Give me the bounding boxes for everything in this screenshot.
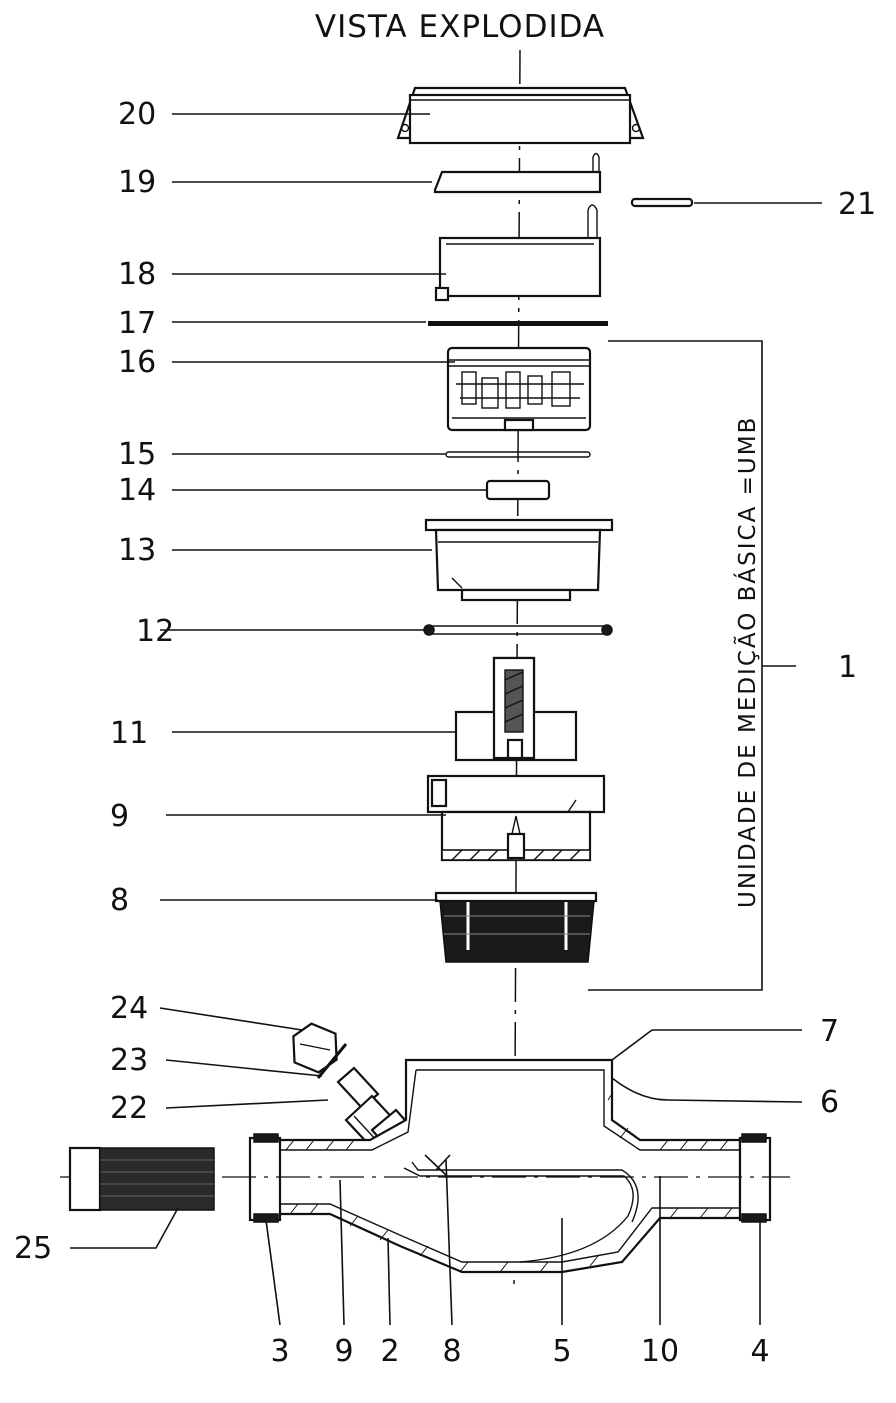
leader-22 <box>165 1099 329 1109</box>
callout-16: 16 <box>118 345 156 380</box>
callout-15: 15 <box>118 437 156 472</box>
part-19-plate <box>433 152 602 194</box>
bottom-label: 2 <box>380 1334 399 1369</box>
callout-22: 22 <box>110 1091 148 1126</box>
part-20-cover <box>396 86 645 145</box>
callout-19: 19 <box>118 165 156 200</box>
umb-label: UNIDADE DE MEDIÇÃO BÁSICA =UMB <box>733 416 761 908</box>
bottom-label: 10 <box>641 1334 679 1369</box>
leader-7 <box>611 1029 653 1061</box>
part-17-gasket <box>428 321 608 326</box>
callout-17: 17 <box>118 306 156 341</box>
part-8-strainer <box>434 891 598 963</box>
callout-14: 14 <box>118 473 156 508</box>
bottom-label: 5 <box>552 1334 571 1369</box>
callout-8: 8 <box>110 883 129 918</box>
leader-6 <box>611 1077 803 1103</box>
part-14-magnet <box>485 479 551 501</box>
bottom-label: 3 <box>270 1334 289 1369</box>
callout-12: 12 <box>136 614 174 649</box>
part-21-pin <box>630 197 694 208</box>
part-25-external-strainer <box>68 1146 215 1212</box>
callout-13: 13 <box>118 533 156 568</box>
part-24-nut <box>292 1022 338 1074</box>
leader-23 <box>165 1059 323 1077</box>
callout-21: 21 <box>838 187 876 222</box>
part-11-turbine <box>454 656 578 762</box>
callout-9: 9 <box>110 799 129 834</box>
bottom-label: 9 <box>334 1334 353 1369</box>
part-16-register <box>446 346 592 432</box>
callout-11: 11 <box>110 716 148 751</box>
bottom-label: 8 <box>442 1334 461 1369</box>
bottom-label: 4 <box>750 1334 769 1369</box>
umb-bracket <box>588 340 796 991</box>
part-9-chamber <box>426 774 606 862</box>
bottom-leaders <box>265 1154 761 1326</box>
callout-7: 7 <box>820 1014 839 1049</box>
callout-18: 18 <box>118 257 156 292</box>
leader-24 <box>159 1007 303 1031</box>
part-18-housing <box>434 204 602 302</box>
callout-1: 1 <box>838 650 857 685</box>
part-12-oring <box>423 624 613 636</box>
callout-24: 24 <box>110 991 148 1026</box>
leader-25 <box>70 1207 179 1249</box>
part-13-cup <box>424 518 614 602</box>
part-23-washer <box>316 1043 348 1079</box>
callout-6: 6 <box>820 1085 839 1120</box>
meter-body <box>60 1058 790 1274</box>
callout-23: 23 <box>110 1043 148 1078</box>
diagram-title: VISTA EXPLODIDA <box>315 9 605 45</box>
callout-25: 25 <box>14 1231 52 1266</box>
callout-20: 20 <box>118 97 156 132</box>
